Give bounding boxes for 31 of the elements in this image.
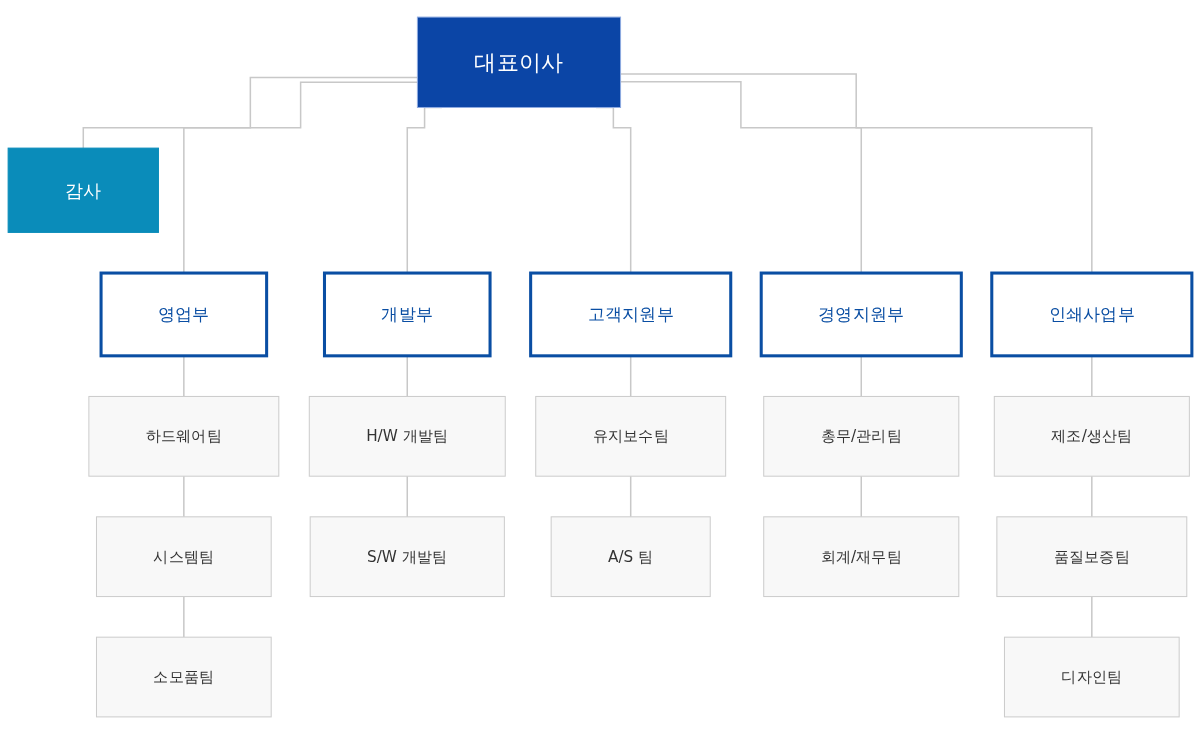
node-box: 디자인팀 bbox=[1003, 636, 1180, 718]
node-box: 회계/재무팀 bbox=[763, 516, 960, 598]
connector bbox=[183, 595, 185, 638]
connector bbox=[860, 355, 862, 398]
node-box: 하드웨어팀 bbox=[88, 395, 280, 477]
connector bbox=[860, 475, 862, 518]
node-box: 경영지원부 bbox=[759, 271, 963, 358]
node-box: A/S 팀 bbox=[550, 516, 711, 598]
connector bbox=[406, 355, 409, 398]
node-box: 고객지원부 bbox=[529, 271, 733, 358]
node-box: 영업부 bbox=[99, 271, 269, 358]
node-box: 제조/생산팀 bbox=[993, 395, 1190, 477]
node-box: 감사 bbox=[7, 147, 159, 233]
connector bbox=[406, 475, 409, 518]
connector bbox=[629, 475, 632, 518]
node-box: 대표이사 bbox=[416, 16, 622, 108]
connector bbox=[183, 355, 185, 398]
connector bbox=[1091, 475, 1093, 518]
node-box: 시스템팀 bbox=[95, 516, 272, 598]
node-box: 개발부 bbox=[322, 271, 492, 358]
node-box: 총무/관리팀 bbox=[763, 395, 960, 477]
connector bbox=[1091, 595, 1093, 638]
node-box: 소모품팀 bbox=[95, 636, 272, 718]
node-box: 유지보수팀 bbox=[535, 395, 727, 477]
connector bbox=[629, 355, 632, 398]
connector bbox=[183, 475, 185, 518]
node-box: 인쇄사업부 bbox=[990, 271, 1194, 358]
node-box: H/W 개발팀 bbox=[308, 395, 506, 477]
node-box: 품질보증팀 bbox=[996, 516, 1188, 598]
node-box: S/W 개발팀 bbox=[309, 516, 505, 598]
connector bbox=[1091, 355, 1093, 398]
